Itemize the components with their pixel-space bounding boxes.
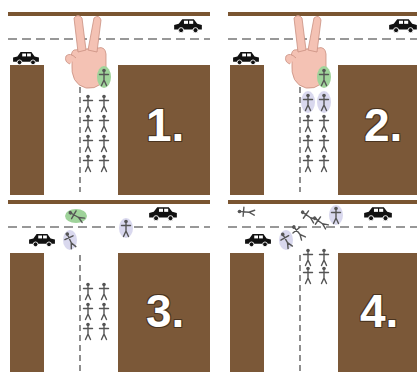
panel xyxy=(228,200,417,372)
panel xyxy=(8,12,210,195)
callout-number: 2. xyxy=(364,102,402,148)
callout-number: 3. xyxy=(146,288,184,334)
callout-number: 4. xyxy=(360,288,398,334)
callout-number: 1. xyxy=(146,102,184,148)
panel xyxy=(8,200,210,372)
panel xyxy=(228,12,417,195)
